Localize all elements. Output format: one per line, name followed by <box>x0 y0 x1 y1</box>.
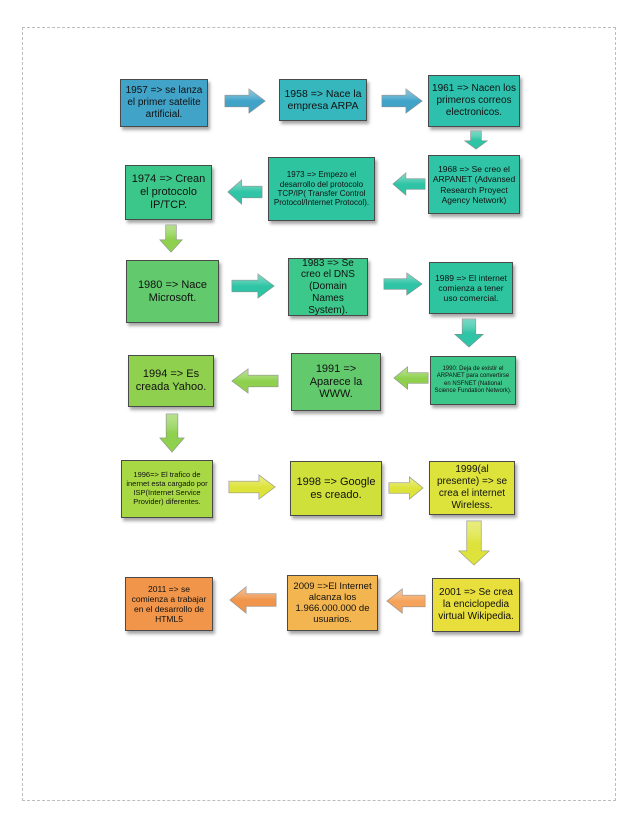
arrow-1973-to-1974-highlight <box>228 180 262 204</box>
arrow-1957-to-1958-highlight <box>225 89 265 113</box>
timeline-box-1989: 1989 => El internet comienza a tener uso… <box>429 262 513 314</box>
arrow-1961-to-1968-highlight <box>465 131 487 149</box>
timeline-box-1991-text: 1991 => Aparece la WWW. <box>309 362 363 401</box>
arrow-2001-to-2009 <box>386 588 426 614</box>
timeline-box-1958: 1958 => Nace la empresa ARPA <box>279 79 367 121</box>
arrow-1989-to-1990-highlight <box>455 319 483 347</box>
timeline-box-2009: 2009 =>El Internet alcanza los 1.966.000… <box>287 575 378 631</box>
timeline-box-1980-text: 1980 => Nace Microsoft. <box>137 278 208 304</box>
arrow-1980-to-1983-shape <box>231 273 275 299</box>
arrow-1958-to-1961-shape <box>381 88 423 114</box>
timeline-box-1980: 1980 => Nace Microsoft. <box>126 260 219 323</box>
arrow-1996-to-1998 <box>228 474 276 500</box>
timeline-box-1998: 1998 => Google es creado. <box>290 461 382 516</box>
arrow-1968-to-1973 <box>392 172 426 196</box>
timeline-box-1973: 1973 => Empezo el desarrollo del protoco… <box>268 157 375 221</box>
arrow-1957-to-1958-shape <box>224 88 266 114</box>
arrow-1968-to-1973-highlight <box>393 173 425 195</box>
arrow-1994-to-1996-shape <box>159 413 185 453</box>
timeline-box-1990: 1990: Deja de existir el ARPANET para co… <box>430 356 516 405</box>
arrow-2009-to-2011 <box>229 586 277 614</box>
timeline-box-1973-text: 1973 => Empezo el desarrollo del protoco… <box>273 170 370 208</box>
arrow-1983-to-1989-shape <box>383 272 423 296</box>
timeline-box-1994-text: 1994 => Es creada Yahoo. <box>135 368 207 393</box>
timeline-box-1996: 1996=> El trafico de inernet esta cargad… <box>121 460 213 518</box>
timeline-box-1999-text: 1999(al presente) => se crea el internet… <box>436 464 508 511</box>
arrow-1974-to-1980-highlight <box>160 225 182 252</box>
arrow-1996-to-1998-shape <box>228 474 276 500</box>
arrow-1990-to-1991-shape <box>393 366 429 390</box>
timeline-box-1974-text: 1974 => Crean el protocolo IP/TCP. <box>131 173 206 211</box>
timeline-box-1991: 1991 => Aparece la WWW. <box>291 353 381 411</box>
arrow-1991-to-1994-shape <box>231 368 279 394</box>
arrow-1989-to-1990-shape <box>453 318 485 348</box>
arrow-1983-to-1989-highlight <box>384 273 422 295</box>
timeline-box-1983: 1983 => Se creo el DNS (Domain Names Sys… <box>288 258 368 316</box>
arrow-1983-to-1989 <box>383 272 423 296</box>
timeline-box-2001: 2001 => Se crea la enciclopedia virtual … <box>432 578 520 632</box>
arrow-1991-to-1994 <box>231 368 279 394</box>
arrow-1999-to-2001-highlight <box>459 521 489 565</box>
arrow-1990-to-1991 <box>393 366 429 390</box>
page-border <box>22 27 616 801</box>
timeline-box-1996-text: 1996=> El trafico de inernet esta cargad… <box>126 470 208 506</box>
arrow-1974-to-1980-shape <box>159 224 183 253</box>
timeline-box-2011: 2011 => se comienza a trabajar en el des… <box>125 577 213 631</box>
timeline-box-1983-text: 1983 => Se creo el DNS (Domain Names Sys… <box>301 258 355 316</box>
arrow-1961-to-1968-shape <box>463 130 489 150</box>
timeline-box-1957-text: 1957 => se lanza el primer satelite arti… <box>125 85 203 120</box>
timeline-box-1961: 1961 => Nacen los primeros correos elect… <box>428 75 520 127</box>
arrow-1958-to-1961-highlight <box>382 89 422 113</box>
arrow-1996-to-1998-highlight <box>229 475 275 499</box>
arrow-2001-to-2009-shape <box>386 588 426 614</box>
timeline-box-1994: 1994 => Es creada Yahoo. <box>128 355 214 407</box>
arrow-1990-to-1991-highlight <box>394 367 428 389</box>
timeline-box-1968-text: 1968 => Se creo el ARPANET (Advansed Res… <box>432 164 516 205</box>
timeline-box-1961-text: 1961 => Nacen los primeros correos elect… <box>432 83 516 118</box>
arrow-2009-to-2011-highlight <box>230 587 276 613</box>
arrow-1980-to-1983-highlight <box>232 274 274 298</box>
arrow-1957-to-1958 <box>224 88 266 114</box>
arrow-1973-to-1974 <box>227 179 263 205</box>
arrow-1998-to-1999-shape <box>388 476 424 500</box>
arrow-1991-to-1994-highlight <box>232 369 278 393</box>
timeline-box-1989-text: 1989 => El internet comienza a tener uso… <box>435 272 507 303</box>
arrow-1968-to-1973-shape <box>392 172 426 196</box>
arrow-1994-to-1996-highlight <box>160 414 184 452</box>
timeline-box-1998-text: 1998 => Google es creado. <box>296 475 376 501</box>
timeline-box-1990-text: 1990: Deja de existir el ARPANET para co… <box>434 366 512 394</box>
timeline-box-1958-text: 1958 => Nace la empresa ARPA <box>284 87 362 112</box>
timeline-box-1957: 1957 => se lanza el primer satelite arti… <box>120 79 208 127</box>
arrow-1989-to-1990 <box>453 318 485 348</box>
arrow-1999-to-2001-shape <box>457 520 491 566</box>
arrow-1958-to-1961 <box>381 88 423 114</box>
arrow-1999-to-2001 <box>457 520 491 566</box>
timeline-box-1999: 1999(al presente) => se crea el internet… <box>429 461 515 515</box>
timeline-box-2011-text: 2011 => se comienza a trabajar en el des… <box>131 583 207 625</box>
timeline-box-2001-text: 2001 => Se crea la enciclopedia virtual … <box>438 587 514 622</box>
arrow-1980-to-1983 <box>231 273 275 299</box>
arrow-2009-to-2011-shape <box>229 586 277 614</box>
arrow-1974-to-1980 <box>159 224 183 253</box>
timeline-box-1974: 1974 => Crean el protocolo IP/TCP. <box>125 165 212 220</box>
arrow-1998-to-1999 <box>388 476 424 500</box>
arrow-1961-to-1968 <box>463 130 489 150</box>
timeline-box-2009-text: 2009 =>El Internet alcanza los 1.966.000… <box>293 580 372 626</box>
arrow-2001-to-2009-highlight <box>387 589 425 613</box>
arrow-1973-to-1974-shape <box>227 179 263 205</box>
timeline-box-1968: 1968 => Se creo el ARPANET (Advansed Res… <box>428 155 520 214</box>
arrow-1994-to-1996 <box>159 413 185 453</box>
arrow-1998-to-1999-highlight <box>389 477 423 499</box>
